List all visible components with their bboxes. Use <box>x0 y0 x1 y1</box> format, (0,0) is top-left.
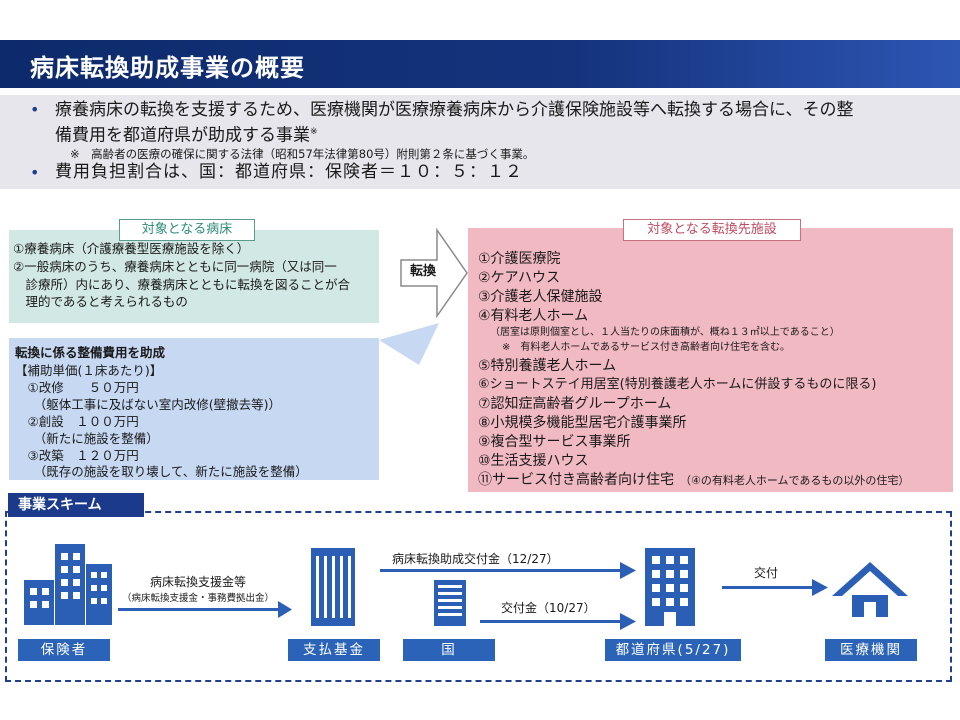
entity-state: 国 <box>403 639 495 661</box>
subsidy-line: ①改修 ５０万円 <box>15 380 139 395</box>
conversion-arrow <box>379 227 468 365</box>
flow-arrows <box>118 562 828 630</box>
entity-payment-fund: 支払基金 <box>288 639 380 661</box>
house-icon <box>832 562 908 617</box>
dest-item: ⑪サービス付き高齢者向け住宅（④の有料老人ホームであるもの以外の住宅） <box>478 472 910 488</box>
flow-label-pref-inst: 交付 <box>754 566 779 580</box>
flow-sublabel-insurer-fund: （病床転換支援金・事務費拠出金） <box>122 593 275 604</box>
subsidy-heading: 転換に係る整備費用を助成 <box>15 345 166 360</box>
dest-sub-note: ※ 有料老人ホームであるサービス付き高齢者向け住宅を含む。 <box>502 342 790 353</box>
target-line: 診療所）内にあり、療養病床とともに転換を図ることが合 <box>13 277 351 292</box>
dest-item: ③介護老人保健施設 <box>478 289 603 305</box>
summary-note: ※ 高齢者の医療の確保に関する法律（昭和57年法律第80号）附則第２条に基づく事… <box>70 147 535 161</box>
destination-label: 対象となる転換先施設 <box>623 219 801 241</box>
dest-item: ⑨複合型サービス事業所 <box>478 434 631 450</box>
prefecture-building-icon <box>645 548 695 626</box>
subsidy-line: （躯体工事に及ばない室内改修(壁撤去等)） <box>15 397 282 412</box>
subsidy-line: （既存の施設を取り壊して、新たに施設を整備） <box>15 464 308 479</box>
bullet-dot: • <box>30 163 40 182</box>
destination-facilities-box: ①介護医療院 ②ケアハウス ③介護老人保健施設 ④有料老人ホーム （居室は原則個… <box>468 228 953 492</box>
callout-pointer <box>379 323 439 365</box>
target-line: ②一般病床のうち、療養病床とともに同一病院（又は同一 <box>13 259 337 274</box>
target-beds-box: ①療養病床（介護療養型医療施設を除く） ②一般病床のうち、療養病床とともに同一病… <box>9 230 379 323</box>
page-title: 病床転換助成事業の概要 <box>30 54 305 82</box>
dest-item: ④有料老人ホーム <box>478 308 589 324</box>
target-line: 理的であると考えられるもの <box>13 294 188 309</box>
insurer-building-icon <box>24 544 112 625</box>
subsidy-line: ②創設 １００万円 <box>15 414 139 429</box>
entity-medical-institution: 医療機関 <box>825 639 917 661</box>
flow-label-state-pref: 交付金（10/27） <box>501 601 596 615</box>
entity-prefecture: 都道府県(5/27) <box>605 639 741 661</box>
dest-item: ①介護医療院 <box>478 251 561 267</box>
dest-item: ②ケアハウス <box>478 270 560 286</box>
dest-item: ⑥ショートステイ用居室(特別養護老人ホームに併設するものに限る) <box>478 377 877 392</box>
subsidy-box: 転換に係る整備費用を助成 【補助単価(１床あたり)】 ①改修 ５０万円 （躯体工… <box>9 338 379 480</box>
bullet-dot: • <box>30 100 40 119</box>
summary-cost-share: 費用負担割合は、国：都道府県：保険者＝１０：５：１２ <box>55 162 523 182</box>
dest-item: ⑧小規模多機能型居宅介護事業所 <box>478 415 687 431</box>
summary-line-1: 療養病床の転換を支援するため、医療機関が医療療養病床から介護保険施設等へ転換する… <box>55 100 854 120</box>
subsidy-line: 【補助単価(１床あたり)】 <box>15 363 163 378</box>
flow-label-insurer-fund: 病床転換支援金等 <box>150 575 247 589</box>
dest-item: ⑤特別養護老人ホーム <box>478 358 617 374</box>
scheme-frame <box>5 511 952 682</box>
entity-insurer: 保険者 <box>18 639 110 661</box>
dest-item: ⑩生活支援ハウス <box>478 453 589 469</box>
target-beds-label: 対象となる病床 <box>119 219 255 241</box>
big-arrow-shape <box>400 227 468 319</box>
summary-panel: • 療養病床の転換を支援するため、医療機関が医療療養病床から介護保険施設等へ転換… <box>0 95 960 189</box>
subsidy-line: ③改築 １２０万円 <box>15 448 139 463</box>
summary-line-2: 備費用を都道府県が助成する事業※ <box>55 125 318 146</box>
scheme-tab: 事業スキーム <box>8 493 144 517</box>
state-building-icon <box>434 580 466 626</box>
fund-building-icon <box>311 548 355 626</box>
dest-item: ⑦認知症高齢者グループホーム <box>478 396 672 412</box>
target-line: ①療養病床（介護療養型医療施設を除く） <box>13 241 250 256</box>
dest-sub-note: （居室は原則個室とし、１人当たりの床面積が、概ね１３㎡以上であること） <box>490 327 840 338</box>
flow-label-fund-pref: 病床転換助成交付金（12/27） <box>392 552 559 566</box>
conversion-label: 転換 <box>409 264 436 279</box>
title-bar: 病床転換助成事業の概要 <box>0 40 960 88</box>
subsidy-line: （新たに施設を整備） <box>15 431 159 446</box>
scheme-graphics <box>24 544 908 630</box>
